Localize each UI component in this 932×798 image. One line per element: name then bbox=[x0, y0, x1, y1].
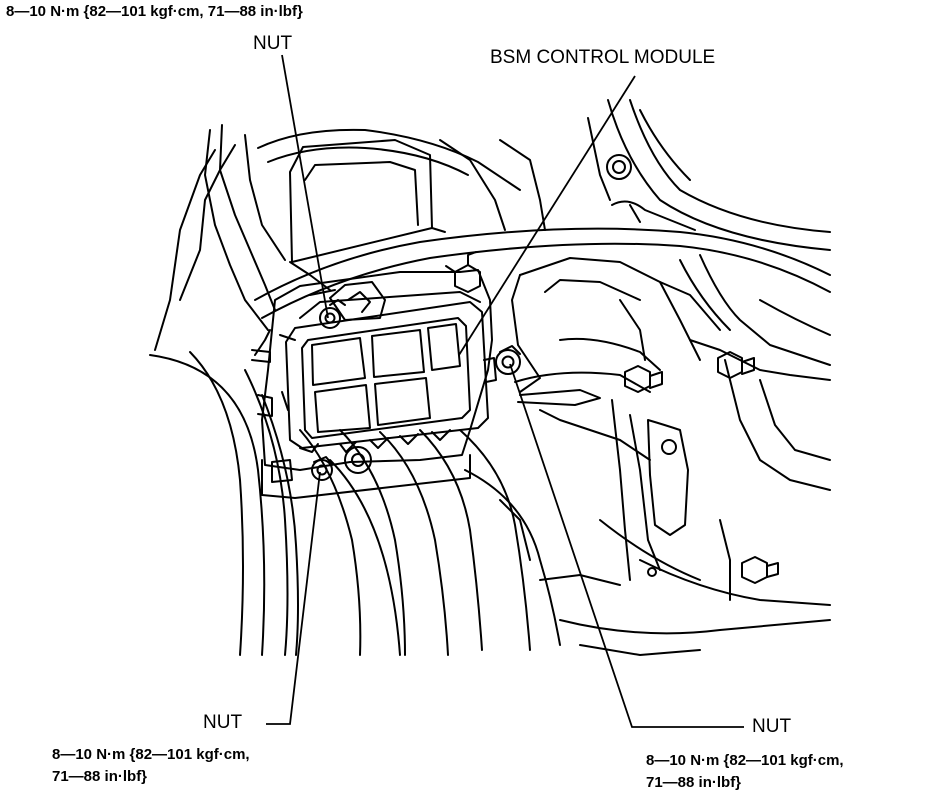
body-structure-upper bbox=[154, 124, 546, 351]
stud-right-bracket bbox=[624, 365, 663, 393]
leader-nut-bottom-right bbox=[509, 363, 744, 728]
leader-lines bbox=[266, 54, 744, 728]
torque-spec-bottom-left-line1: 8—10 N·m {82—101 kgf·cm, bbox=[52, 746, 250, 763]
nut-top bbox=[319, 299, 346, 329]
mounting-studs bbox=[445, 251, 779, 584]
leader-module bbox=[458, 75, 636, 356]
nut-label-top: NUT bbox=[253, 33, 293, 54]
wheel-housing bbox=[149, 351, 561, 656]
nut-label-bottom-right: NUT bbox=[752, 716, 792, 737]
quarter-panel-right bbox=[499, 257, 831, 656]
stud-upper-right bbox=[717, 351, 755, 379]
nut-bottom bbox=[311, 456, 333, 481]
bsm-control-module bbox=[279, 301, 497, 453]
body-structure-right bbox=[254, 99, 831, 366]
leader-nut-top bbox=[281, 54, 329, 319]
torque-spec-bottom-left-line2: 71—88 in·lbf} bbox=[52, 768, 148, 785]
nut-label-bottom-left: NUT bbox=[203, 712, 243, 733]
leader-nut-bottom-left bbox=[266, 471, 321, 725]
module-label: BSM CONTROL MODULE bbox=[490, 47, 716, 68]
torque-spec-top: 8—10 N·m {82—101 kgf·cm, 71—88 in·lbf} bbox=[6, 3, 303, 20]
stud-lower-right bbox=[741, 556, 779, 584]
torque-spec-bottom-right-line1: 8—10 N·m {82—101 kgf·cm, bbox=[646, 752, 844, 769]
module-bracket bbox=[251, 269, 493, 499]
nut-right bbox=[495, 345, 521, 375]
torque-spec-bottom-right-line2: 71—88 in·lbf} bbox=[646, 774, 742, 791]
